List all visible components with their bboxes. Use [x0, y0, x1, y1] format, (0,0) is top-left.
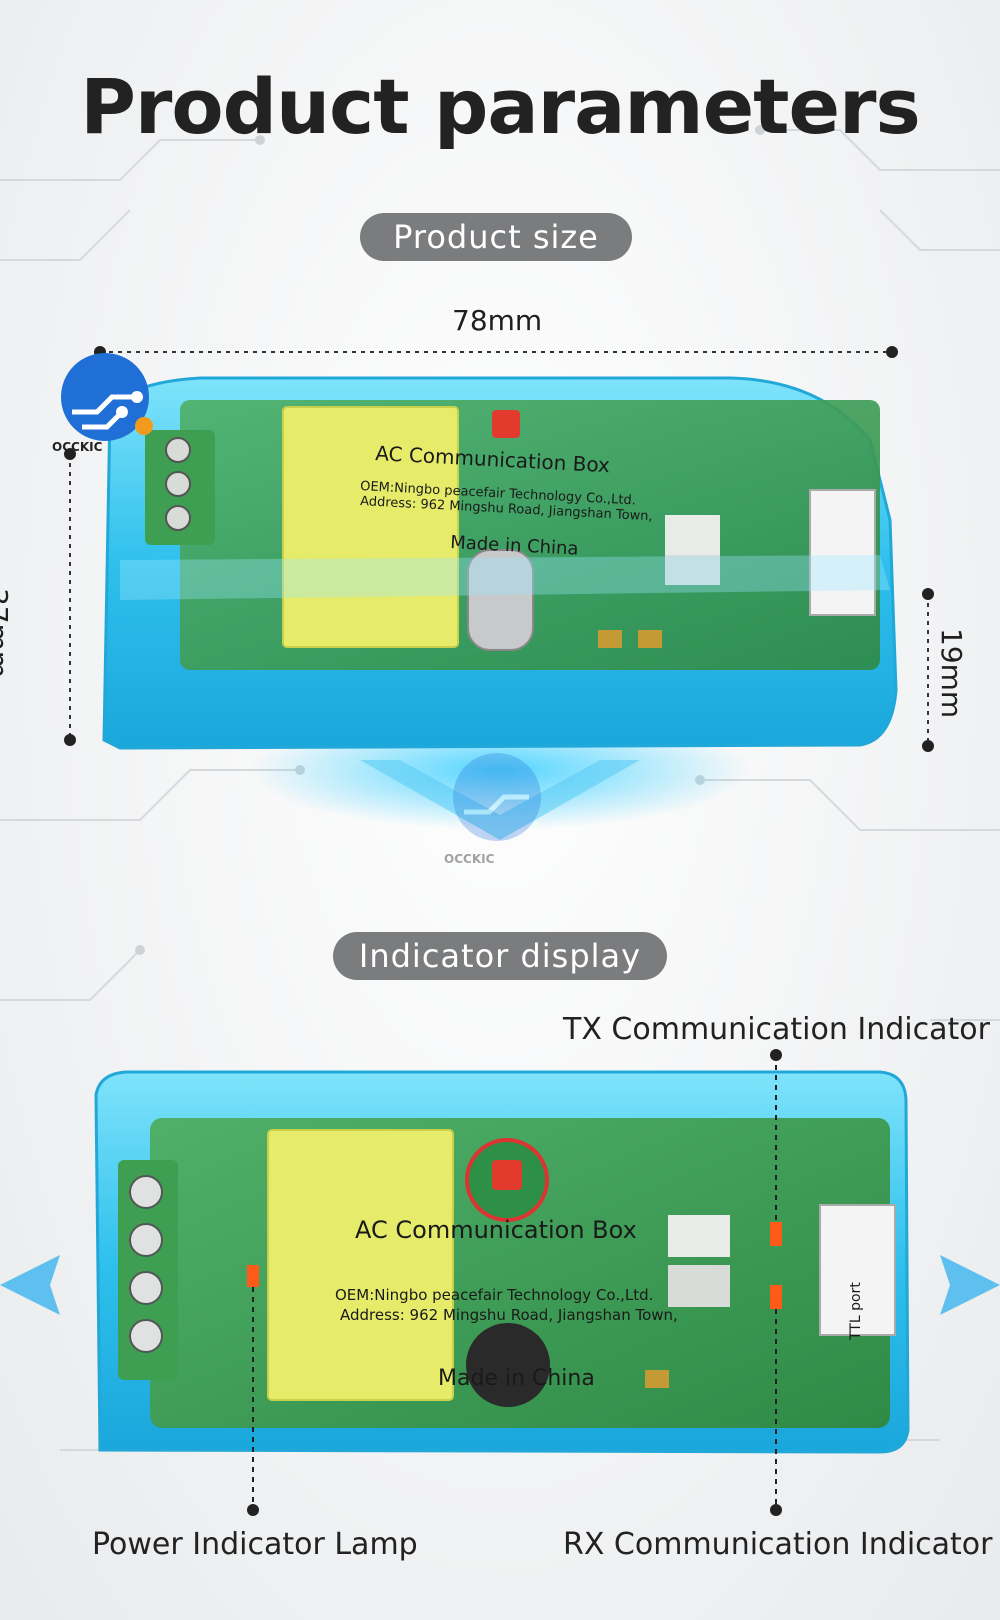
svg-text:TTL port: TTL port: [848, 1282, 864, 1341]
tx-led-icon: [770, 1222, 782, 1246]
device-indicator-view: AC Communication Box OEM:Ningbo peacefai…: [94, 1070, 910, 1454]
device-top-view: AC Communication Box OEM:Ningbo peacefai…: [102, 376, 898, 840]
width-label: 78mm: [452, 304, 543, 337]
rx-led-icon: [770, 1285, 782, 1309]
power-led-icon: [247, 1265, 259, 1287]
x2-capacitor: [282, 406, 459, 648]
rx-indicator-label: RX Communication Indicator: [563, 1527, 993, 1562]
power-indicator-label: Power Indicator Lamp: [92, 1527, 418, 1562]
tx-indicator-label: TX Communication Indicator: [563, 1012, 990, 1047]
brand-logo-icon: [61, 353, 153, 441]
svg-text:AC Communication Box: AC Communication Box: [355, 1216, 637, 1244]
right-arrow-icon: [940, 1255, 1000, 1315]
section-indicator-display: Indicator display: [333, 932, 667, 980]
svg-text:Made in China: Made in China: [438, 1366, 595, 1391]
height-label: 37mm: [0, 588, 14, 679]
left-arrow-icon: [0, 1255, 60, 1315]
svg-text:Address: 962 Mingshu Road, Jia: Address: 962 Mingshu Road, Jiangshan Tow…: [340, 1306, 678, 1324]
brand-logo-text: OCCKIC: [52, 440, 103, 454]
svg-text:OEM:Ningbo peacefair Technolog: OEM:Ningbo peacefair Technology Co.,Ltd.: [335, 1286, 653, 1304]
watermark-logo-icon: [453, 753, 541, 841]
depth-label: 19mm: [935, 628, 968, 719]
watermark-text: OCCKIC: [444, 852, 495, 866]
section-product-size: Product size: [360, 213, 632, 261]
page-title: Product parameters: [80, 62, 921, 151]
